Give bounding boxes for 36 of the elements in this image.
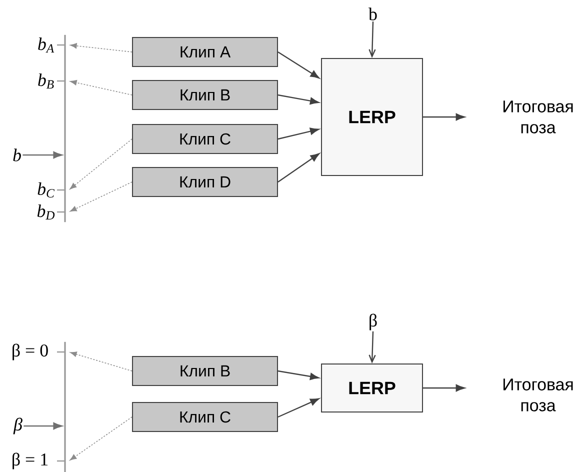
clip-box: Клип C	[132, 124, 278, 154]
arrow	[22, 151, 62, 159]
arrow	[423, 113, 465, 121]
output-label: Итоговая поза	[504, 100, 573, 134]
arrow	[278, 153, 320, 182]
tick-label: β = 1	[12, 452, 48, 470]
arrow	[70, 416, 132, 460]
arrow	[70, 352, 132, 372]
input-label: β	[370, 314, 377, 330]
arrow	[423, 384, 465, 392]
lerp-box: LERP	[321, 364, 423, 412]
input-label: b	[13, 148, 21, 162]
arrow	[70, 138, 132, 190]
scale-axis	[64, 34, 66, 222]
tick-label: β = 0	[12, 344, 48, 360]
lerp-box: LERP	[321, 58, 423, 176]
clip-box: Клип D	[132, 167, 278, 197]
input-label: b	[368, 8, 377, 20]
arrow	[278, 128, 320, 140]
arrow	[368, 21, 376, 58]
clip-box: Клип A	[132, 37, 278, 67]
arrow	[278, 94, 320, 104]
clip-box: Клип C	[132, 402, 278, 432]
arrow	[368, 331, 376, 364]
arrow	[278, 398, 320, 418]
arrow	[70, 80, 132, 96]
clip-box: Клип B	[132, 80, 278, 110]
arrow	[278, 51, 320, 78]
output-label: Итоговая поза	[504, 378, 573, 412]
clip-box: Клип B	[132, 356, 278, 386]
input-label: β	[13, 418, 22, 434]
scale-axis	[64, 342, 66, 472]
arrow	[70, 43, 132, 52]
arrow	[278, 370, 320, 380]
arrow	[70, 182, 132, 212]
arrow	[24, 422, 62, 430]
